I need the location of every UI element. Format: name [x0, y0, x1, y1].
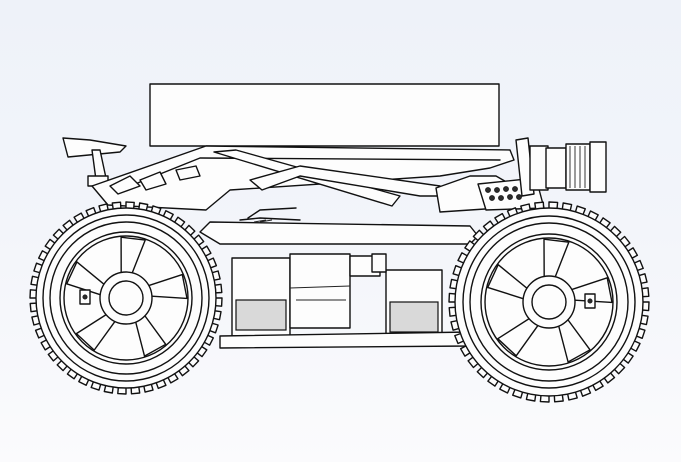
- rear-wing: [62, 137, 127, 187]
- controller-board: [289, 253, 351, 329]
- lower-chassis: [199, 207, 479, 349]
- upper-frame: [91, 145, 515, 213]
- front-wheel: [448, 201, 650, 403]
- front-camera: [515, 137, 607, 197]
- rear-wheel: [29, 201, 223, 395]
- battery-box: [149, 83, 500, 147]
